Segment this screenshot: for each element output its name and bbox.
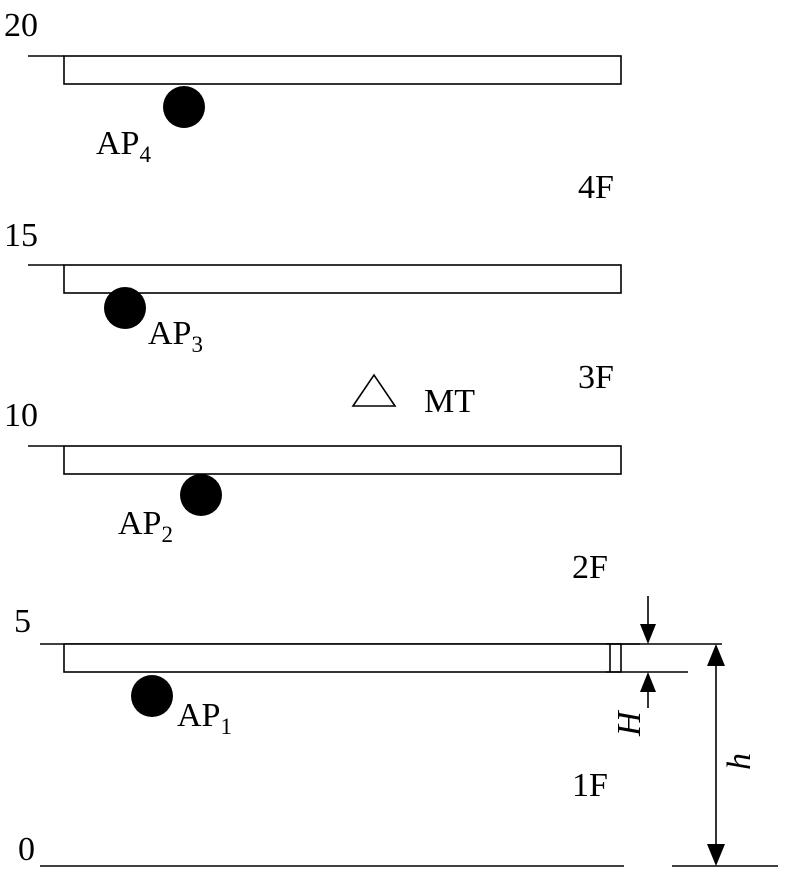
slab-thickness-label: H <box>611 709 648 737</box>
floor-slab-20 <box>63 55 622 85</box>
access-point-2-marker <box>180 474 222 516</box>
floor-label-2f: 2F <box>572 549 608 586</box>
floor-slab-10 <box>63 445 622 475</box>
slab-thickness-arrow-top-head <box>640 624 656 644</box>
floor-height-arrow-bottom-head <box>707 844 725 866</box>
access-point-4-label: AP4 <box>96 125 151 167</box>
mobile-terminal-triangle-icon <box>351 373 397 407</box>
height-label-10: 10 <box>4 397 38 434</box>
height-label-0: 0 <box>18 831 35 868</box>
height-label-15: 15 <box>4 217 38 254</box>
access-point-3-marker <box>104 287 146 329</box>
slab-thickness-arrow-bottom-head <box>640 672 656 692</box>
height-label-5: 5 <box>14 603 31 640</box>
access-point-2-label: AP2 <box>118 505 173 547</box>
floor-height-arrow-top-head <box>707 644 725 666</box>
height-label-20: 20 <box>4 7 38 44</box>
floor-slab-5 <box>63 643 622 673</box>
floor-label-3f: 3F <box>578 359 614 396</box>
access-point-3-label: AP3 <box>148 315 203 357</box>
access-point-1-label: AP1 <box>177 697 232 739</box>
floor-height-label: h <box>721 753 758 770</box>
floor-slab-15 <box>63 264 622 294</box>
floor-label-4f: 4F <box>578 169 614 206</box>
access-point-4-marker <box>163 86 205 128</box>
access-point-1-marker <box>131 675 173 717</box>
floor-label-1f: 1F <box>572 767 608 804</box>
mobile-terminal-label: MT <box>424 383 475 420</box>
